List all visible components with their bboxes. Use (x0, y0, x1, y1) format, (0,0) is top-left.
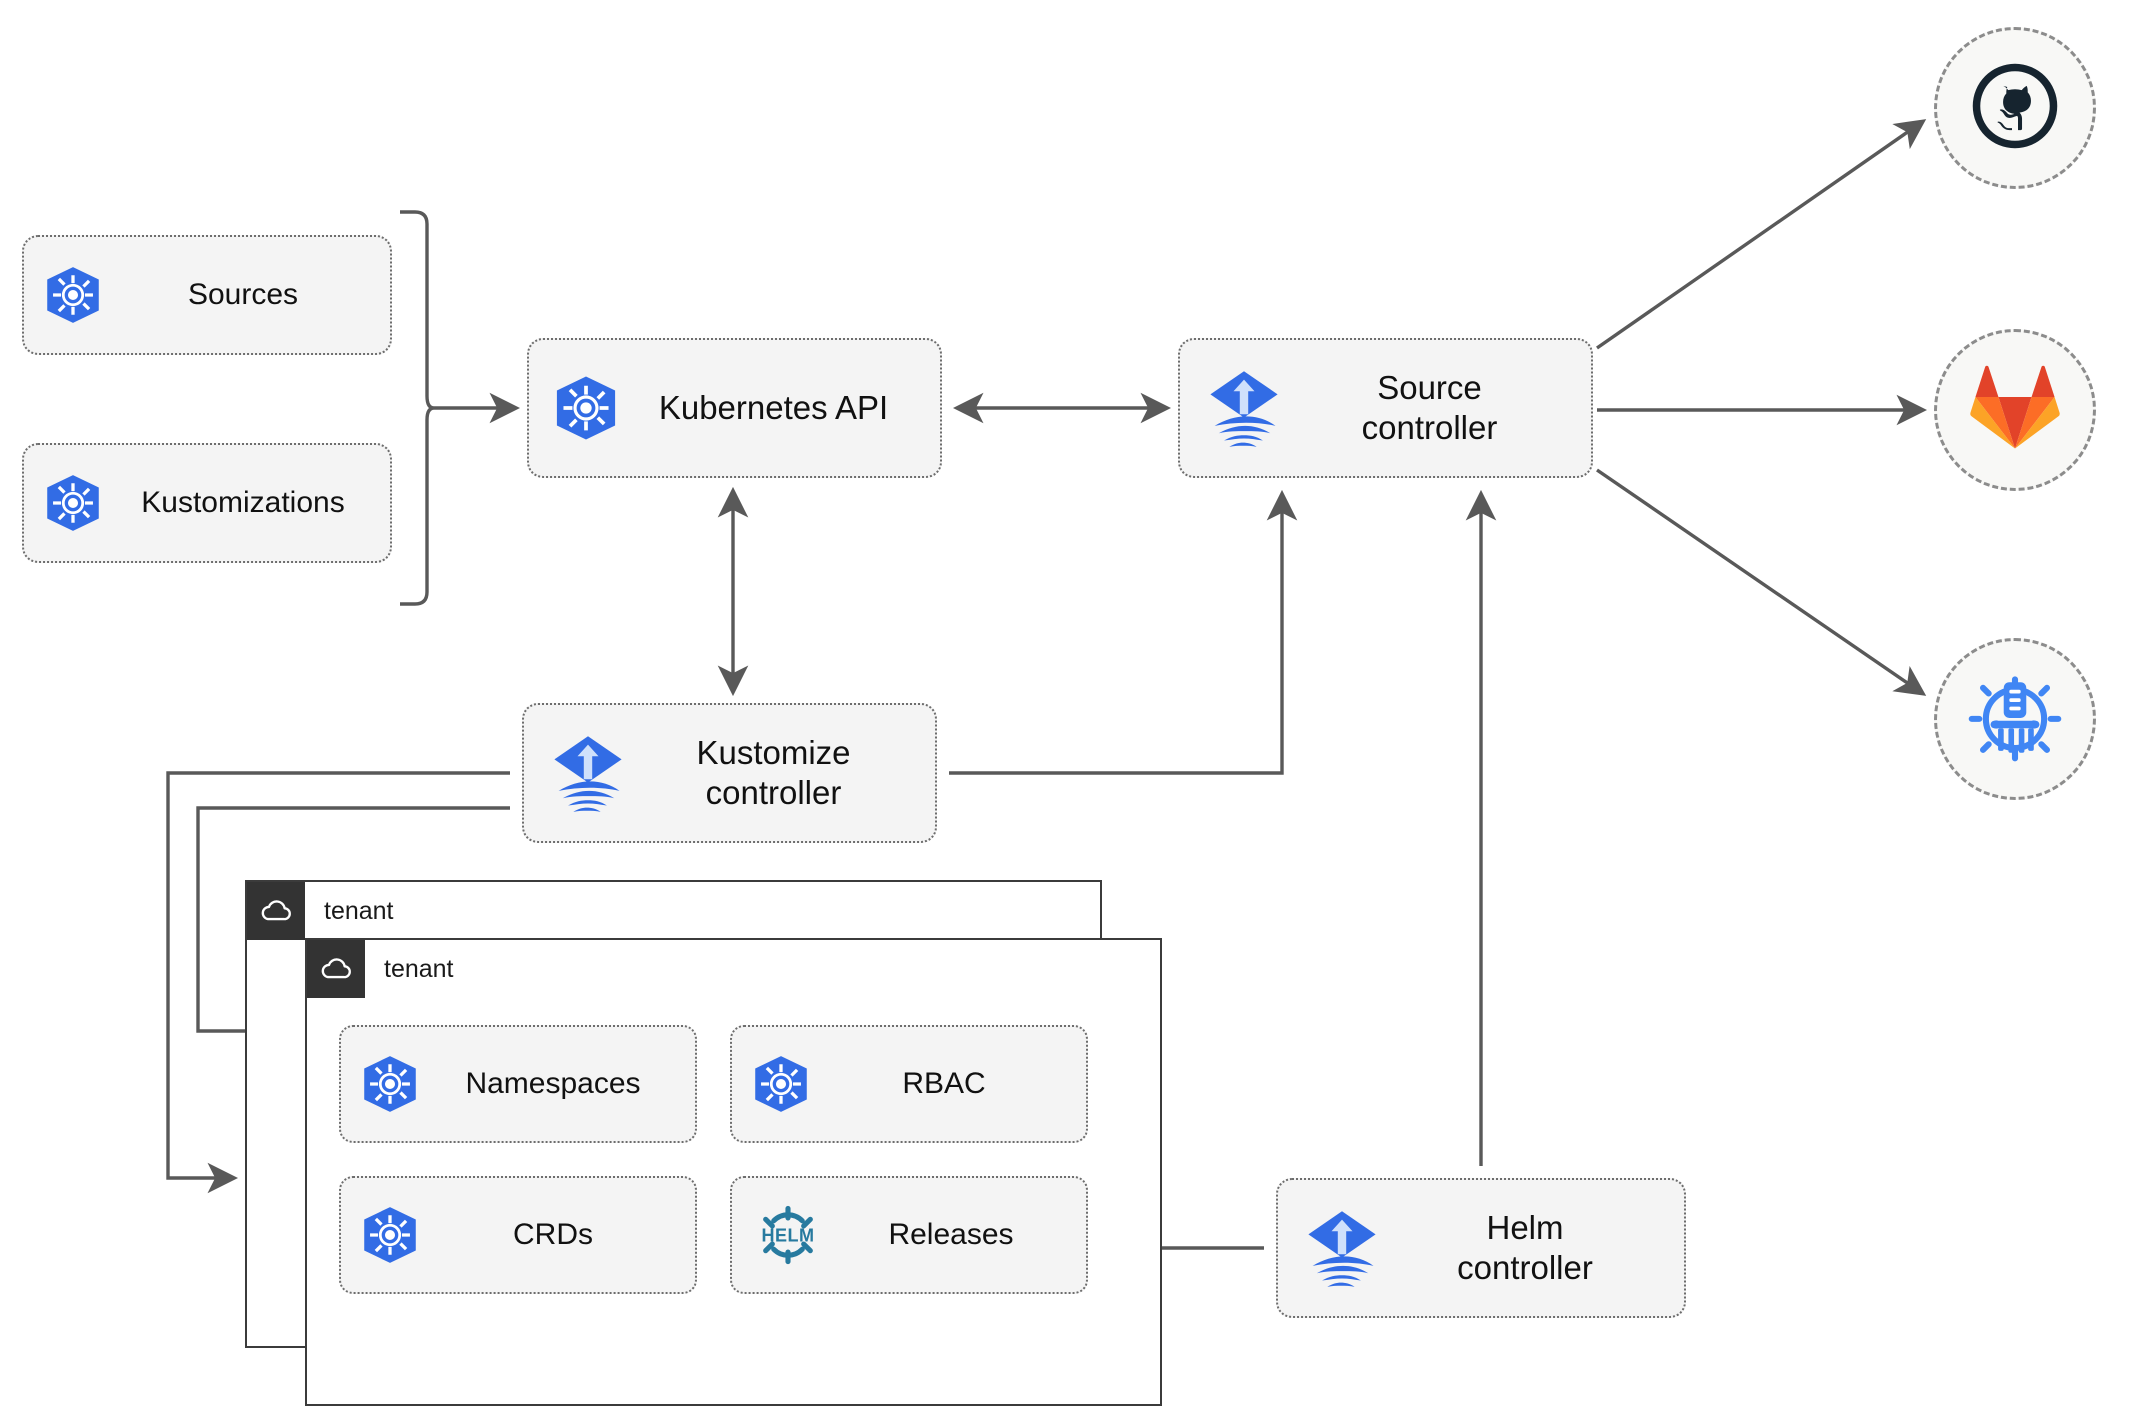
node-label: Kustomize controller (696, 733, 851, 811)
node-namespaces[interactable]: Namespaces (339, 1025, 697, 1143)
node-label: Sources (187, 277, 299, 311)
node-label: Kubernetes API (658, 388, 889, 426)
kubernetes-icon (750, 1053, 812, 1115)
svg-text:HELM: HELM (762, 1226, 815, 1246)
node-helm-controller[interactable]: Helm controller (1276, 1178, 1686, 1318)
gitlab-icon (1969, 362, 2061, 459)
kubernetes-icon (42, 472, 104, 534)
node-sources[interactable]: Sources (22, 235, 392, 355)
node-kubernetes-api[interactable]: Kubernetes API (527, 338, 942, 478)
node-rbac[interactable]: RBAC (730, 1025, 1088, 1143)
edge-source-harbor (1596, 468, 1927, 696)
node-label: RBAC (902, 1066, 986, 1100)
node-label: Kustomizations (141, 485, 345, 519)
edge-bracket-inputs (400, 210, 435, 606)
node-source-controller[interactable]: Source controller (1178, 338, 1593, 478)
tenant-container-front[interactable]: tenant (305, 938, 1162, 1406)
tenant-header: tenant (247, 882, 394, 940)
provider-github[interactable] (1934, 27, 2096, 189)
provider-gitlab[interactable] (1934, 329, 2096, 491)
node-label: Namespaces (465, 1066, 641, 1100)
provider-harbor[interactable] (1934, 638, 2096, 800)
node-label: Helm controller (1457, 1208, 1593, 1286)
harbor-icon (1968, 670, 2062, 769)
tenant-header: tenant (307, 940, 454, 998)
node-label: Releases (888, 1217, 1014, 1251)
flux-icon (546, 731, 630, 815)
node-label: Source controller (1361, 368, 1498, 446)
node-kustomizations[interactable]: Kustomizations (22, 443, 392, 563)
kubernetes-icon (359, 1053, 421, 1115)
node-kustomize-controller[interactable]: Kustomize controller (522, 703, 937, 843)
kubernetes-icon (551, 373, 621, 443)
helm-icon: HELM (750, 1197, 826, 1273)
kubernetes-icon (42, 264, 104, 326)
edge-kustomize-source (949, 489, 1298, 775)
node-releases[interactable]: HELM Releases (730, 1176, 1088, 1294)
edge-source-github (1596, 119, 1927, 350)
tenant-label: tenant (324, 896, 394, 925)
cloud-icon (247, 882, 305, 940)
github-icon (1969, 60, 2061, 157)
flux-icon (1202, 366, 1286, 450)
kubernetes-icon (359, 1204, 421, 1266)
flux-icon (1300, 1206, 1384, 1290)
cloud-icon (307, 940, 365, 998)
tenant-label: tenant (384, 954, 454, 983)
node-label: CRDs (513, 1217, 593, 1251)
node-crds[interactable]: CRDs (339, 1176, 697, 1294)
